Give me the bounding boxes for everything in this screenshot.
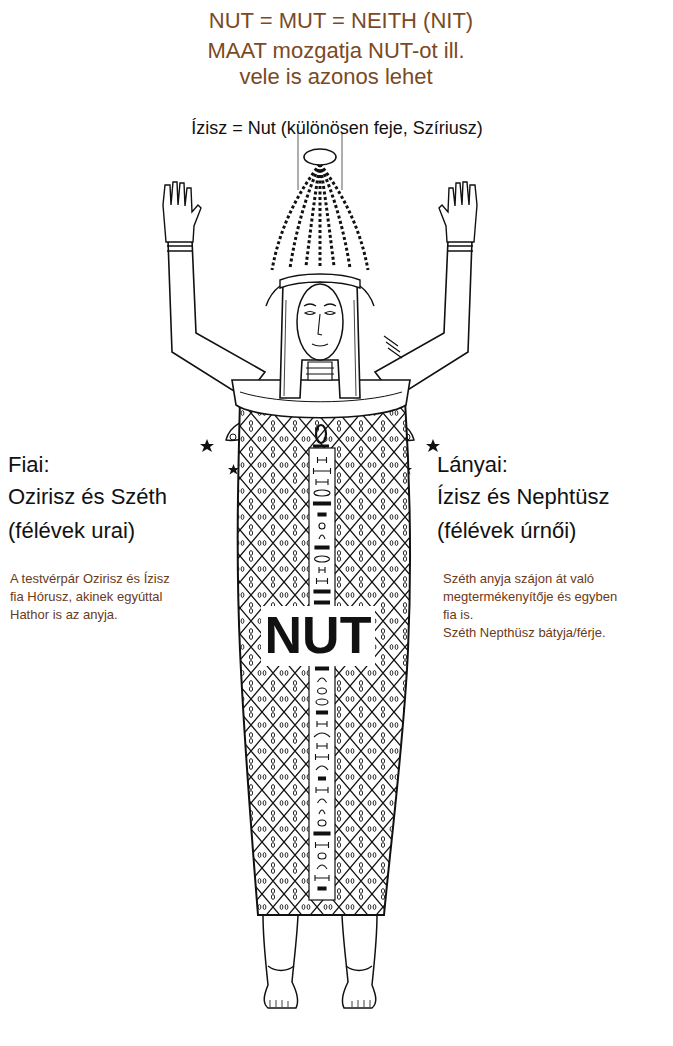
hieroglyph [318,887,326,890]
hieroglyph [314,832,330,835]
hieroglyph [315,875,329,881]
hieroglyph [316,479,328,485]
hieroglyph [319,567,325,573]
hieroglyph [318,688,327,694]
hieroglyph [317,865,327,869]
hieroglyph [314,590,330,593]
heading-text: NUT = MUT = NEITH (NIT) [209,8,473,33]
hieroglyph [319,777,326,780]
heading-text: vele is azonos lehet [239,64,432,89]
note-text: Széth anyja szájon át való [443,572,594,587]
hieroglyph [315,601,330,604]
hieroglyph [315,546,329,549]
hieroglyph [316,842,329,848]
hieroglyph [315,556,330,562]
hieroglyph [314,468,331,474]
hieroglyph [317,721,327,727]
hieroglyph [316,766,328,770]
hieroglyph [318,853,326,859]
hieroglyph [318,799,327,803]
side-heading: Ízisz és Nephtüsz [437,484,609,509]
note-text: A testvérpár Ozirisz és Ízisz [10,572,170,587]
hieroglyph [317,711,328,714]
side-heading: Ozirisz és Széth [8,484,167,509]
hieroglyph [318,457,327,463]
note-text: megtermékenyítője és egyben [443,590,617,605]
note-text: fia is. [443,608,473,623]
hieroglyph [316,787,328,793]
side-heading: (félévek úrnői) [437,518,576,543]
hieroglyph [316,667,329,670]
side-heading: (félévek urai) [8,518,135,543]
side-heading: Lányai: [437,452,508,477]
subheading-text: Ízisz = Nut (különösen feje, Szíriusz) [191,118,483,139]
hieroglyph [314,733,330,737]
note-text: Széth Nepthüsz bátyja/férje. [443,626,606,641]
hieroglyph [319,523,325,529]
hieroglyph [314,502,331,505]
heading-text: MAAT mozgatja NUT-ot ill. [207,38,464,63]
note-text: fia Hórusz, akinek egyúttal [10,590,162,605]
hieroglyph [318,513,326,516]
figure-name: NUT [261,606,376,666]
hieroglyph [318,820,326,826]
hieroglyph [317,578,328,584]
hieroglyph [318,678,327,682]
hieroglyph [319,810,325,814]
hieroglyph [314,490,330,496]
side-heading: Fiai: [8,452,50,477]
hieroglyph [317,743,327,749]
hieroglyph [316,699,328,705]
note-text: Hathor is az anyja. [10,608,118,623]
hieroglyph [316,754,329,760]
hieroglyph [319,535,325,539]
